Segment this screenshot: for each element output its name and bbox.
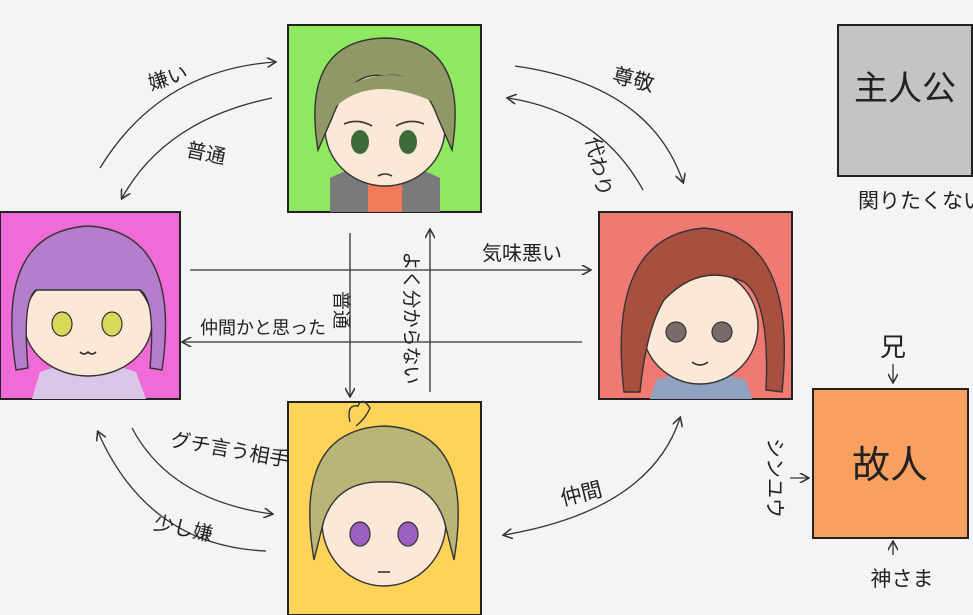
label-right-to-top: 代わり [581, 135, 617, 199]
arrow-top-to-right [514, 65, 683, 182]
olive-hair-boy-portrait-icon [314, 37, 456, 212]
deceased-label: 故人 [852, 443, 928, 487]
label-top-to-bottom: 普通 [330, 291, 352, 329]
label-top-to-left: 普通 [184, 137, 228, 169]
blonde-hair-boy-portrait-icon [309, 400, 459, 587]
brown-hair-girl-portrait-icon [620, 227, 785, 399]
arrow-bottom-right [504, 418, 680, 535]
portrait-bottom [287, 400, 482, 615]
arrow-top-to-left [122, 97, 273, 198]
label-right-to-left: 仲間かと思った [200, 318, 326, 339]
protagonist-note: 関りたくない [858, 189, 973, 213]
arrow-left-to-top [99, 62, 275, 169]
label-bottom-right: 仲間 [558, 477, 605, 510]
label-left-to-bottom: グチ言う相手 [169, 427, 291, 471]
protagonist-node: 主人公 関りたくない [837, 24, 973, 213]
purple-hair-girl-portrait-icon [11, 225, 167, 399]
portrait-top [287, 24, 482, 213]
portrait-right [598, 211, 793, 400]
deceased-friend-label: シンユウ [763, 438, 787, 518]
deceased-brother-label: 兄 [880, 333, 906, 363]
edge-arrows [98, 62, 893, 555]
deceased-node: 故人 兄 シンユウ 神さま [763, 333, 969, 591]
label-bottom-to-top: よく分からない [400, 251, 422, 384]
label-left-to-top: 嫌い [145, 60, 190, 95]
protagonist-label: 主人公 [854, 69, 956, 109]
arrow-left-to-bottom [131, 427, 272, 514]
label-top-to-right: 尊敬 [610, 63, 657, 96]
label-bottom-to-left: 少し嫌 [152, 510, 216, 546]
deceased-god-label: 神さま [871, 567, 934, 591]
portrait-left [0, 211, 181, 400]
arrow-right-to-top [508, 98, 644, 191]
arrow-bottom-to-left [98, 432, 267, 552]
label-left-to-right: 気味悪い [482, 241, 562, 265]
